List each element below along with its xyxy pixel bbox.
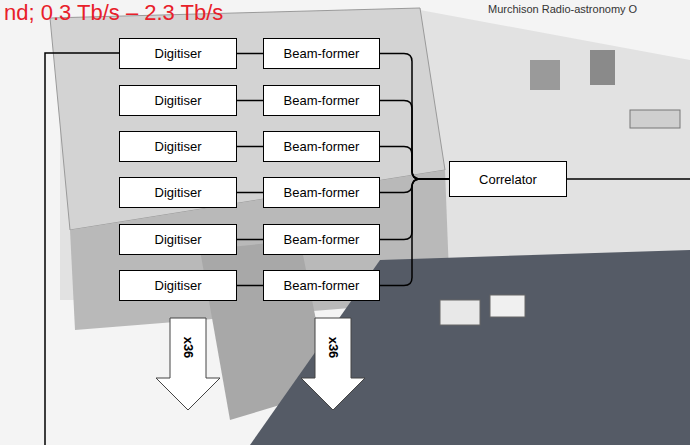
connector — [380, 179, 449, 240]
hut — [590, 50, 615, 85]
box-label: Digitiser — [155, 139, 202, 154]
vehicle — [440, 300, 480, 325]
block-arrow — [301, 318, 365, 410]
connector — [237, 239, 263, 241]
box-label: Beam-former — [284, 46, 360, 61]
digitiser-box: Digitiser — [119, 224, 237, 255]
connector — [237, 285, 263, 287]
connector — [237, 53, 263, 55]
box-label: Digitiser — [155, 185, 202, 200]
beamformer-box: Beam-former — [263, 131, 380, 162]
beamformer-box: Beam-former — [263, 224, 380, 255]
connector — [237, 100, 263, 102]
digitiser-box: Digitiser — [119, 38, 237, 69]
connector — [380, 179, 449, 286]
hut — [530, 60, 560, 90]
shadow — [250, 250, 690, 445]
box-label: Digitiser — [155, 93, 202, 108]
box-label: Correlator — [479, 172, 537, 187]
digitiser-box: Digitiser — [119, 177, 237, 208]
connector — [237, 192, 263, 194]
beamformer-box: Beam-former — [263, 85, 380, 116]
site-caption: Murchison Radio-astronomy O — [488, 3, 637, 15]
box-label: Beam-former — [284, 278, 360, 293]
box-label: Beam-former — [284, 139, 360, 154]
box-label: Digitiser — [155, 46, 202, 61]
bandwidth-note: nd; 0.3 Tb/s – 2.3 Tb/s — [4, 0, 223, 26]
digitiser-box: Digitiser — [119, 85, 237, 116]
connector — [237, 146, 263, 148]
correlator-box: Correlator — [449, 161, 567, 197]
box-label: Beam-former — [284, 93, 360, 108]
output-wire — [567, 178, 690, 180]
box-label: Digitiser — [155, 232, 202, 247]
box-label: Beam-former — [284, 232, 360, 247]
box-label: Beam-former — [284, 185, 360, 200]
block-arrow — [156, 318, 220, 410]
beamformer-box: Beam-former — [263, 270, 380, 301]
connector — [380, 101, 449, 180]
beamformer-box: Beam-former — [263, 38, 380, 69]
feed-wire — [45, 53, 119, 445]
multiplier-label: x36 — [326, 336, 341, 358]
multiplier-label: x36 — [181, 336, 196, 358]
connector — [380, 147, 449, 180]
vehicle — [490, 295, 525, 317]
box-label: Digitiser — [155, 278, 202, 293]
digitiser-box: Digitiser — [119, 270, 237, 301]
trailer — [630, 110, 680, 128]
connector — [380, 54, 449, 180]
beamformer-box: Beam-former — [263, 177, 380, 208]
digitiser-box: Digitiser — [119, 131, 237, 162]
